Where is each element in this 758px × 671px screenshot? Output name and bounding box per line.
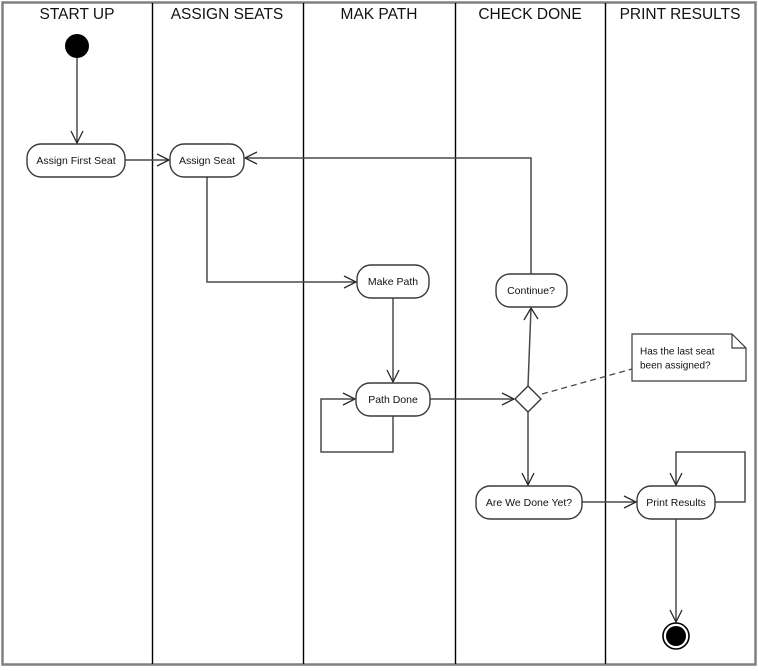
- action-node-path-done[interactable]: Path Done: [355, 382, 431, 417]
- lane-headers: START UP ASSIGN SEATS MAK PATH CHECK DON…: [40, 6, 741, 23]
- lane-header-assign-seats: ASSIGN SEATS: [171, 6, 284, 23]
- note-fold-icon: [731, 334, 746, 349]
- final-node[interactable]: [662, 622, 690, 650]
- action-box: [356, 264, 430, 299]
- action-box: [495, 273, 568, 308]
- action-box: [475, 485, 583, 520]
- note-last-seat[interactable]: Has the last seat been assigned?: [631, 333, 747, 382]
- edge-decision-to-note: [541, 368, 633, 395]
- edge-are-we-done-yet-to-print-results: [582, 495, 638, 509]
- action-node-print-results[interactable]: Print Results: [636, 485, 716, 520]
- action-box: [169, 143, 245, 178]
- action-box: [355, 382, 431, 417]
- edge-make-path-to-path-done: [386, 298, 400, 384]
- action-label: Path Done: [368, 394, 418, 406]
- lane-header-start-up: START UP: [40, 6, 115, 23]
- note-line-1: Has the last seat: [640, 347, 715, 358]
- lane-header-mak-path: MAK PATH: [341, 6, 418, 23]
- action-node-continue[interactable]: Continue?: [495, 273, 568, 308]
- note-line-2: been assigned?: [640, 361, 711, 372]
- action-node-make-path[interactable]: Make Path: [356, 264, 430, 299]
- edge-decision-to-are-we-done-yet: [521, 412, 535, 487]
- edge-path-done-to-decision: [430, 392, 516, 406]
- decision-diamond-icon: [514, 385, 542, 413]
- initial-node[interactable]: [65, 34, 89, 58]
- start-circle-icon: [65, 34, 89, 58]
- edge-print-results-self-loop: [669, 451, 746, 503]
- action-label: Make Path: [368, 276, 418, 288]
- action-box: [26, 143, 126, 178]
- lane-header-print-results: PRINT RESULTS: [620, 6, 741, 23]
- action-node-are-we-done-yet[interactable]: Are We Done Yet?: [475, 485, 583, 520]
- action-node-assign-seat[interactable]: Assign Seat: [169, 143, 245, 178]
- action-label: Are We Done Yet?: [486, 497, 572, 509]
- edge-path-done-self-loop: [320, 392, 394, 453]
- edge-continue-to-assign-seat: [243, 151, 532, 274]
- decision-node[interactable]: [514, 385, 542, 413]
- note-shape: [631, 333, 747, 382]
- edge-decision-to-continue: [523, 306, 539, 387]
- lane-header-check-done: CHECK DONE: [478, 6, 581, 23]
- edge-assign-seat-to-make-path: [206, 177, 358, 289]
- edge-start-to-assign-first-seat: [70, 58, 84, 145]
- edge-print-results-to-end: [669, 519, 683, 624]
- lane-dividers: [151, 3, 607, 664]
- edges-layer: [70, 58, 746, 624]
- action-label: Continue?: [507, 285, 555, 297]
- action-node-assign-first-seat[interactable]: Assign First Seat: [26, 143, 126, 178]
- action-box: [636, 485, 716, 520]
- end-ring-icon: [662, 622, 690, 650]
- edge-assign-first-seat-to-assign-seat: [125, 153, 171, 167]
- end-fill-icon: [666, 626, 686, 646]
- action-label: Assign Seat: [179, 155, 235, 167]
- action-label: Assign First Seat: [36, 155, 115, 167]
- action-label: Print Results: [646, 497, 706, 509]
